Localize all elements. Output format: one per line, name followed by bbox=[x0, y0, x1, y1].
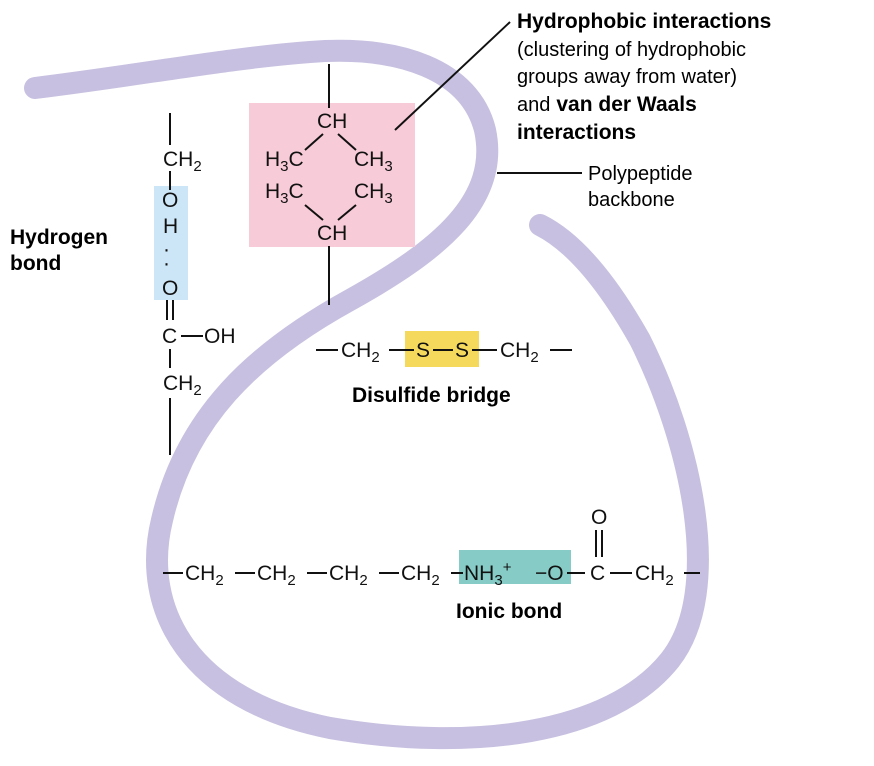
hydrophobic-ch3-lower: CH3 bbox=[354, 180, 393, 207]
ionic-ch2-2: CH2 bbox=[257, 562, 296, 589]
hydrophobic-ch-bottom: CH bbox=[317, 222, 347, 245]
hydrophobic-bond-tr bbox=[337, 133, 357, 151]
ionic-o-minus: −O bbox=[535, 562, 564, 585]
hydrophobic-label-line5: interactions bbox=[517, 121, 636, 144]
disulfide-ch2-left: CH2 bbox=[341, 339, 380, 366]
hydrogen-bond-label-line1: Hydrogen bbox=[10, 226, 108, 249]
hbond-h: H bbox=[163, 215, 178, 238]
disulfide-s-right: S bbox=[455, 339, 469, 362]
hbond-oh: OH bbox=[204, 325, 236, 348]
polypeptide-label-line2: backbone bbox=[588, 189, 675, 211]
disulfide-ch2-right: CH2 bbox=[500, 339, 539, 366]
ionic-highlight-box bbox=[459, 550, 571, 584]
hydrogen-bond-label-line2: bond bbox=[10, 252, 61, 275]
disulfide-s-left: S bbox=[416, 339, 430, 362]
hydrophobic-h3c-lower: H3C bbox=[265, 180, 304, 207]
hydrogen-bond-highlight-box bbox=[154, 186, 188, 300]
hydrophobic-label-line3: groups away from water) bbox=[517, 66, 737, 88]
polypeptide-label-line1: Polypeptide bbox=[588, 163, 693, 185]
hbond-dot-1: · bbox=[163, 238, 170, 261]
ionic-nh3-plus: NH3+ bbox=[464, 559, 512, 589]
hydrophobic-h3c-upper: H3C bbox=[265, 148, 304, 175]
hydrophobic-leader-line bbox=[394, 21, 511, 131]
hydrophobic-ch-top: CH bbox=[317, 110, 347, 133]
ionic-ch2-1: CH2 bbox=[185, 562, 224, 589]
hydrophobic-label-title: Hydrophobic interactions bbox=[517, 10, 771, 33]
hydrophobic-highlight-box bbox=[249, 103, 415, 247]
hydrophobic-bond-br bbox=[337, 204, 357, 221]
polypeptide-backbone-ribbon bbox=[24, 39, 709, 750]
hydrophobic-bond-bl bbox=[304, 204, 324, 221]
hbond-ch2-bottom: CH2 bbox=[163, 372, 202, 399]
disulfide-bridge-label: Disulfide bridge bbox=[352, 384, 511, 407]
hydrophobic-bond-tl bbox=[304, 133, 324, 151]
hbond-ch2-top: CH2 bbox=[163, 148, 202, 175]
ionic-c: C bbox=[590, 562, 605, 585]
ionic-carbonyl-o: O bbox=[591, 506, 607, 529]
hbond-dot-2: · bbox=[163, 252, 170, 275]
ionic-ch2-5: CH2 bbox=[635, 562, 674, 589]
hydrophobic-label-line2: (clustering of hydrophobic bbox=[517, 39, 746, 61]
ionic-ch2-3: CH2 bbox=[329, 562, 368, 589]
hbond-c: C bbox=[162, 325, 177, 348]
ionic-ch2-4: CH2 bbox=[401, 562, 440, 589]
hbond-o-upper: O bbox=[162, 189, 178, 212]
ionic-bond-label: Ionic bond bbox=[456, 600, 562, 623]
hydrophobic-ch3-upper: CH3 bbox=[354, 148, 393, 175]
hbond-o-lower: O bbox=[162, 277, 178, 300]
